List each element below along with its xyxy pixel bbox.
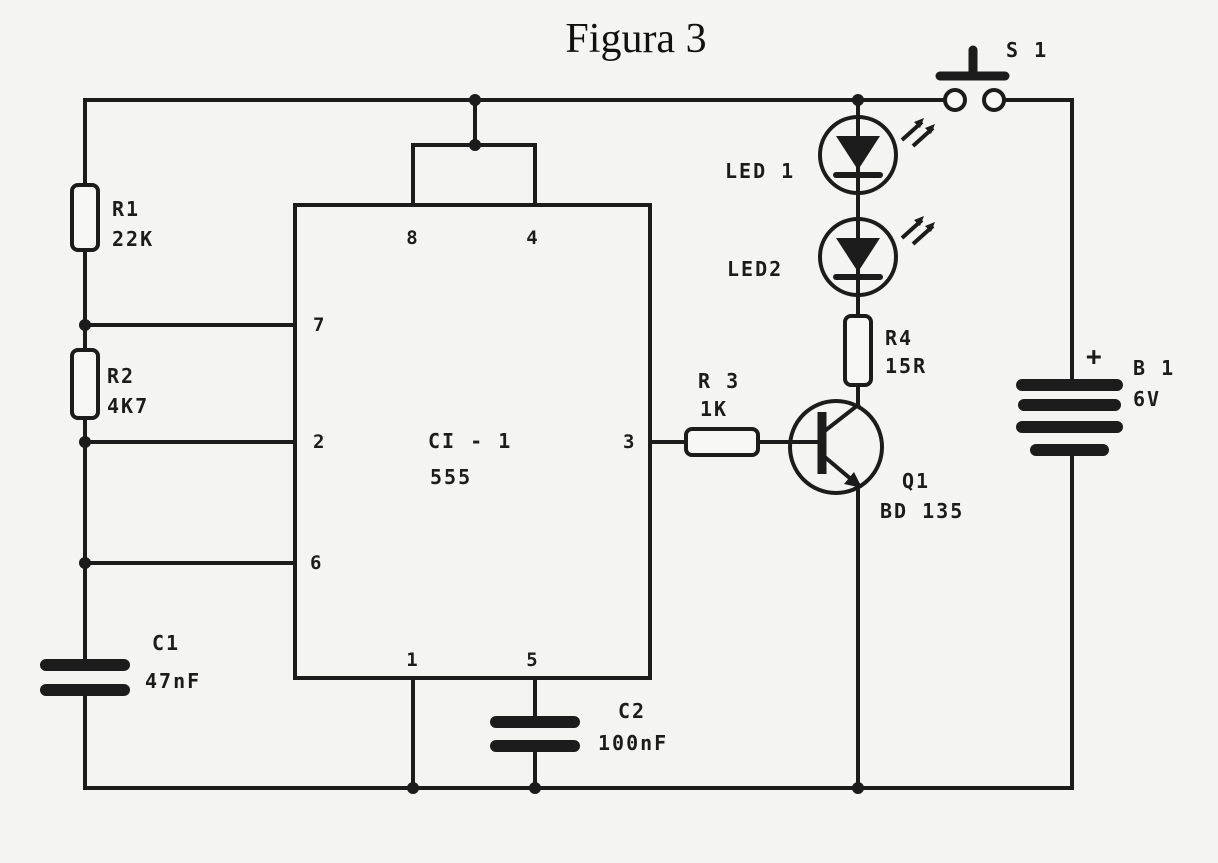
- r1-value-label: 22K: [112, 227, 154, 251]
- led1-arrow-head-icon: [925, 124, 935, 134]
- b1-ref-label: B 1: [1133, 356, 1175, 380]
- junction-dot: [407, 782, 419, 794]
- junction-dots: [79, 94, 864, 794]
- r1-body: [70, 183, 100, 252]
- ic-pin-2-label: 2: [313, 431, 324, 453]
- figure-title: Figura 3: [565, 16, 706, 62]
- r4-ref-label: R4: [885, 326, 913, 350]
- resistor-r1: R1 22K: [70, 183, 154, 252]
- led2-arrow-head-icon: [925, 222, 935, 232]
- junction-dot: [469, 94, 481, 106]
- r2-ref-label: R2: [107, 364, 135, 388]
- led1-ref-label: LED 1: [725, 159, 795, 183]
- led2-diode-triangle: [836, 238, 880, 272]
- q1-outline: [788, 399, 884, 495]
- switch-s1: S 1: [935, 38, 1048, 112]
- wires: [83, 98, 1074, 790]
- ic-type-label: 555: [430, 465, 472, 489]
- junction-dot: [469, 139, 481, 151]
- junction-dot: [79, 319, 91, 331]
- s1-contact-right: [982, 88, 1006, 112]
- led2-outline: [818, 217, 898, 297]
- resistor-r3: R 3 1K: [684, 369, 760, 457]
- q1-collector-lead: [823, 402, 861, 433]
- resistor-r2: R2 4K7: [70, 348, 149, 420]
- junction-dot: [529, 782, 541, 794]
- ic-pin-1-label: 1: [406, 649, 417, 671]
- r3-ref-label: R 3: [698, 369, 740, 393]
- c1-value-label: 47nF: [145, 669, 201, 693]
- led2-arrow-head-icon: [914, 216, 924, 226]
- r1-ref-label: R1: [112, 197, 140, 221]
- battery-polarity-label: +: [1086, 342, 1104, 372]
- led1-diode-triangle: [836, 136, 880, 170]
- led2-light-arrows-icon: [900, 218, 935, 246]
- r4-value-label: 15R: [885, 354, 927, 378]
- junction-dot: [852, 94, 864, 106]
- top-right-wire: [1000, 98, 1074, 377]
- c2-ref-label: C2: [618, 699, 646, 723]
- ic-pin-4-label: 4: [526, 227, 537, 249]
- r4-body: [843, 314, 873, 387]
- c1-ref-label: C1: [152, 631, 180, 655]
- led-2: LED2: [727, 216, 935, 297]
- led1-outline: [818, 115, 898, 195]
- transistor-q1: Q1 BD 135: [788, 399, 964, 523]
- r2-body: [70, 348, 100, 420]
- b1-value-label: 6V: [1133, 387, 1161, 411]
- capacitor-c2: C2 100nF: [490, 699, 668, 755]
- r3-value-label: 1K: [700, 397, 728, 421]
- junction-dot: [79, 436, 91, 448]
- ic-body: [293, 203, 652, 680]
- led1-arrow-head-icon: [914, 118, 924, 128]
- junction-dot: [852, 782, 864, 794]
- q1-ref-label: Q1: [902, 469, 930, 493]
- junction-dot: [79, 557, 91, 569]
- r3-body: [684, 427, 760, 457]
- ic-pin-8-label: 8: [406, 227, 417, 249]
- ic-name-label: CI - 1: [428, 429, 512, 453]
- led2-ref-label: LED2: [727, 257, 783, 281]
- q1-value-label: BD 135: [880, 499, 964, 523]
- r2-value-label: 4K7: [107, 394, 149, 418]
- s1-contact-left: [943, 88, 967, 112]
- ic-pin-3-label: 3: [623, 431, 634, 453]
- s1-ref-label: S 1: [1006, 38, 1048, 62]
- ic-pin-7-label: 7: [313, 314, 324, 336]
- led1-light-arrows-icon: [900, 120, 935, 148]
- c2-value-label: 100nF: [598, 731, 668, 755]
- battery-b1: + B 1 6V: [1016, 342, 1175, 456]
- ic-555: 8 4 7 2 6 3 1 5 CI - 1 555: [293, 203, 652, 680]
- capacitor-c1: C1 47nF: [40, 631, 201, 696]
- led-1: LED 1: [725, 115, 935, 195]
- q1-emitter-arrow-icon: [844, 472, 862, 488]
- pin8-pin4-bridge-wire: [411, 143, 537, 207]
- resistor-r4: R4 15R: [843, 314, 927, 387]
- ic-pin-5-label: 5: [526, 649, 537, 671]
- ic-pin-6-label: 6: [310, 552, 321, 574]
